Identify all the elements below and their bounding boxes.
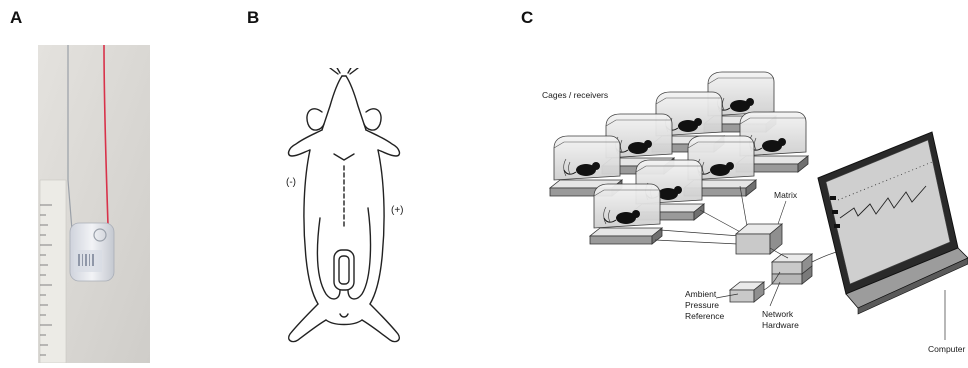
network-label-line-1: Network: [762, 309, 794, 319]
rat-diagram: (-) (+): [276, 68, 411, 363]
implant-photo-graphic: [38, 45, 150, 363]
network-label-line-2: Hardware: [762, 320, 799, 330]
panel-letter-b: B: [247, 8, 259, 28]
laptop-computer: [818, 132, 968, 314]
implant-photo: [38, 45, 150, 363]
ambient-pressure-box: [730, 282, 764, 302]
panel-letter-a: A: [10, 8, 22, 28]
network-hardware-box: [772, 254, 812, 284]
panel-letter-c: C: [521, 8, 533, 28]
telemetry-system-graphic: Cages / receivers Matrix Ambient Pressur…: [540, 58, 968, 363]
electrode-negative-label: (-): [286, 177, 296, 188]
ambient-label-line-3: Reference: [685, 311, 724, 321]
electrode-positive-label: (+): [391, 205, 404, 216]
rat-outline-graphic: (-) (+): [276, 68, 411, 363]
computer-label: Computer: [928, 344, 965, 354]
matrix-box: [736, 224, 782, 254]
ambient-label-line-2: Pressure: [685, 300, 719, 310]
cages-receivers-label: Cages / receivers: [542, 90, 608, 100]
matrix-label: Matrix: [774, 190, 798, 200]
telemetry-system-diagram: Cages / receivers Matrix Ambient Pressur…: [540, 58, 968, 363]
ambient-label-line-1: Ambient: [685, 289, 717, 299]
